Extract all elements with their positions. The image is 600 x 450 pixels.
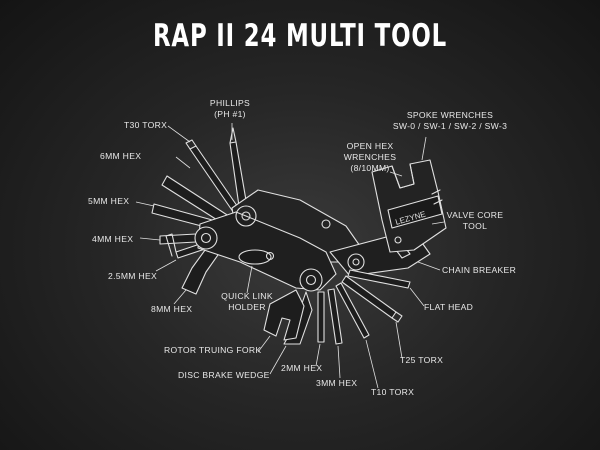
label-quick-link-holder: QUICK LINK HOLDER [221, 291, 273, 312]
label-2-5mm-hex: 2.5MM HEX [108, 271, 158, 281]
label-rotor-truing-fork: ROTOR TRUING FORK [164, 345, 262, 355]
label-disc-brake-wedge: DISC BRAKE WEDGE [178, 370, 270, 380]
label-phillips: PHILLIPS (PH #1) [209, 98, 251, 119]
label-2mm-hex: 2MM HEX [281, 363, 323, 373]
leader-lines [135, 123, 445, 389]
label-valve-core-tool: VALVE CORE TOOL [446, 210, 504, 231]
label-chain-breaker: CHAIN BREAKER [442, 265, 517, 275]
tool-body-front-plate [197, 211, 337, 291]
page-title: RAP II 24 MULTI TOOL [153, 18, 447, 54]
label-4mm-hex: 4MM HEX [92, 234, 134, 244]
label-flat-head: FLAT HEAD [424, 302, 474, 312]
quick-link-slot [238, 249, 272, 265]
label-t25-torx: T25 TORX [400, 355, 444, 365]
label-5mm-hex: 5MM HEX [88, 196, 130, 206]
label-8mm-hex: 8MM HEX [151, 304, 193, 314]
bit-2mm-hex [317, 291, 325, 343]
bit-t10-torx [335, 282, 370, 339]
label-t10-torx: T10 TORX [371, 387, 415, 397]
label-3mm-hex: 3MM HEX [316, 378, 358, 388]
label-open-hex-wrenches: OPEN HEX WRENCHES (8/10MM) [343, 141, 397, 173]
label-t30-torx: T30 TORX [124, 120, 168, 130]
rotor-truing-fork-blade [263, 289, 305, 341]
label-spoke-wrenches: SPOKE WRENCHES SW-0 / SW-1 / SW-2 / SW-3 [392, 110, 508, 131]
bit-3mm-hex [327, 288, 343, 345]
label-6mm-hex: 6MM HEX [100, 151, 142, 161]
bit-flat-head [347, 269, 411, 289]
bit-t25-torx [341, 275, 403, 323]
